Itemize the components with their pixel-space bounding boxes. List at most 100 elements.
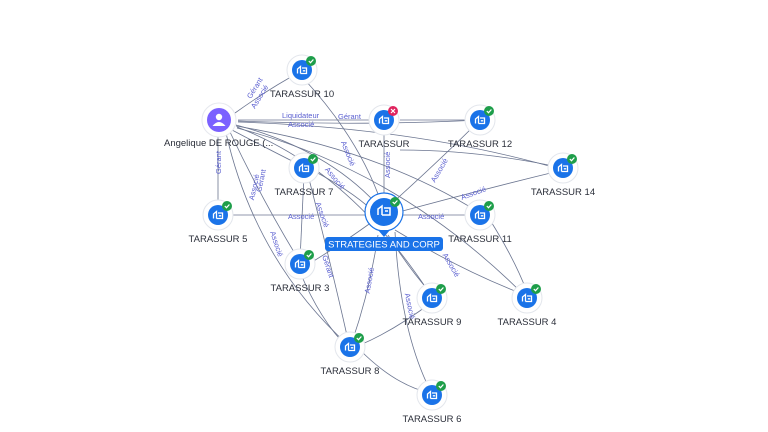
status-check-icon bbox=[484, 201, 494, 211]
company-node-badge bbox=[290, 254, 310, 274]
edge-label-gerant: Gérant bbox=[338, 112, 362, 121]
company-label: TARASSUR 9 bbox=[403, 317, 462, 328]
company-node-t8[interactable]: TARASSUR 8 bbox=[321, 331, 380, 377]
company-node-t5[interactable]: TARASSUR 5 bbox=[189, 199, 248, 245]
building-icon bbox=[426, 293, 438, 303]
company-node-badge bbox=[292, 60, 312, 80]
company-node-t6[interactable]: TARASSUR 6 bbox=[403, 379, 462, 425]
status-check-icon bbox=[308, 154, 318, 164]
company-node-badge bbox=[470, 110, 490, 130]
company-node-tarassur[interactable]: TARASSUR bbox=[358, 104, 410, 150]
edge-label-liquidateur: Liquidateur bbox=[282, 111, 320, 120]
edge-label-associe: Associé bbox=[383, 152, 392, 178]
status-check-icon bbox=[354, 333, 364, 343]
company-node-badge bbox=[374, 110, 394, 130]
center-node[interactable]: STRATEGIES AND CORP bbox=[325, 192, 443, 251]
status-check-icon bbox=[531, 284, 541, 294]
edge-label-associe: Associé bbox=[460, 184, 488, 201]
edge-person-t8 bbox=[225, 132, 349, 346]
edge-person-t3 bbox=[229, 131, 301, 263]
center-label-bg bbox=[325, 237, 443, 251]
center-pin-tip bbox=[378, 230, 390, 237]
company-label: TARASSUR 10 bbox=[270, 89, 334, 100]
edge-person-t12 bbox=[237, 119, 481, 124]
building-icon bbox=[474, 115, 486, 125]
company-node-badge bbox=[422, 385, 442, 405]
building-icon bbox=[212, 210, 224, 220]
building-icon bbox=[474, 210, 486, 220]
building-icon bbox=[378, 115, 390, 125]
company-node-badge bbox=[470, 205, 490, 225]
edge-label-associe: Associé bbox=[288, 120, 314, 129]
edge-person-t4 bbox=[236, 127, 528, 299]
edge-label-associe: Associé bbox=[418, 212, 444, 221]
building-icon bbox=[377, 204, 391, 216]
company-node-badge bbox=[340, 337, 360, 357]
status-check-icon bbox=[484, 106, 494, 116]
edge-t7-t8 bbox=[307, 174, 349, 341]
company-node-t14[interactable]: TARASSUR 14 bbox=[531, 152, 595, 198]
edge-label-associe: Associé bbox=[339, 140, 357, 168]
cross-mark-icon bbox=[390, 108, 396, 114]
edge-label-associe: Associé bbox=[363, 267, 376, 294]
company-label: TARASSUR 7 bbox=[275, 187, 334, 198]
edge-label-gerant: Gérant bbox=[214, 150, 223, 174]
check-mark-icon bbox=[224, 204, 230, 209]
edge-label-gerant: Gérant bbox=[320, 254, 336, 279]
edge-center-t14 bbox=[394, 169, 564, 214]
edge-label-associe: Associé bbox=[268, 230, 285, 258]
edge-t11-t4 bbox=[489, 219, 528, 293]
status-check-icon bbox=[436, 381, 446, 391]
edge-t7-t3 bbox=[299, 174, 305, 261]
edge-label-associe: Associé bbox=[429, 157, 450, 184]
company-node-t12[interactable]: TARASSUR 12 bbox=[448, 104, 512, 150]
company-node-t4[interactable]: TARASSUR 4 bbox=[498, 282, 557, 328]
company-node-badge bbox=[517, 288, 537, 308]
company-label: TARASSUR 4 bbox=[498, 317, 557, 328]
edges bbox=[217, 71, 564, 394]
building-icon bbox=[521, 293, 533, 303]
edge-labels: Gérant Associé Liquidateur Associé Géran… bbox=[214, 75, 487, 320]
company-label: TARASSUR 11 bbox=[448, 234, 512, 245]
company-label: TARASSUR bbox=[358, 139, 409, 150]
status-check-icon bbox=[436, 284, 446, 294]
building-icon bbox=[294, 259, 306, 269]
company-node-t11[interactable]: TARASSUR 11 bbox=[448, 199, 512, 245]
company-node-t10[interactable]: TARASSUR 10 bbox=[270, 54, 334, 100]
company-node-t7[interactable]: TARASSUR 7 bbox=[275, 152, 334, 198]
edge-tarassur-t14 bbox=[399, 149, 564, 169]
edge-label-associe: Associé bbox=[288, 212, 314, 221]
status-check-icon bbox=[222, 201, 232, 211]
check-mark-icon bbox=[533, 287, 539, 292]
status-check-icon bbox=[390, 197, 400, 207]
check-mark-icon bbox=[569, 157, 575, 162]
check-mark-icon bbox=[438, 384, 444, 389]
edge-person-t9 bbox=[236, 126, 433, 298]
company-node-t3[interactable]: TARASSUR 3 bbox=[271, 248, 330, 294]
company-node-badge bbox=[294, 158, 314, 178]
person-icon bbox=[212, 113, 226, 126]
check-mark-icon bbox=[308, 59, 314, 64]
check-mark-icon bbox=[392, 200, 398, 205]
company-nodes: TARASSUR 10 TARASSUR TARASSUR 12 TARASSUR 1… bbox=[189, 54, 595, 425]
status-check-icon bbox=[306, 56, 316, 66]
status-check-icon bbox=[567, 154, 577, 164]
edge-person-t14 bbox=[237, 121, 564, 171]
person-node[interactable]: Angelique DE ROUGE (... bbox=[164, 102, 273, 149]
edge-label-associe: Associé bbox=[441, 251, 462, 278]
company-node-t9[interactable]: TARASSUR 9 bbox=[403, 282, 462, 328]
company-node-badge bbox=[553, 158, 573, 178]
company-node-badge bbox=[208, 205, 228, 225]
building-icon bbox=[296, 65, 308, 75]
check-mark-icon bbox=[486, 204, 492, 209]
building-icon bbox=[298, 163, 310, 173]
company-label: TARASSUR 8 bbox=[321, 366, 380, 377]
check-mark-icon bbox=[356, 336, 362, 341]
person-label: Angelique DE ROUGE (... bbox=[164, 138, 273, 149]
company-label: TARASSUR 12 bbox=[448, 139, 512, 150]
check-mark-icon bbox=[310, 157, 316, 162]
edge-t10-center bbox=[304, 79, 383, 206]
company-label: TARASSUR 3 bbox=[271, 283, 330, 294]
building-icon bbox=[557, 163, 569, 173]
